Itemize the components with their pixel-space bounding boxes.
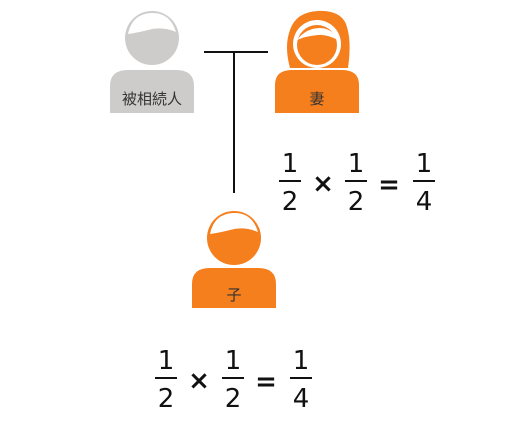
fraction-numerator: 1 <box>416 149 433 179</box>
fraction-numerator: 1 <box>348 149 365 179</box>
decedent-label: 被相続人 <box>122 90 182 108</box>
person-icon <box>192 211 276 308</box>
fraction-denominator: 2 <box>158 384 175 414</box>
fraction-numerator: 1 <box>293 346 310 376</box>
fraction-denominator: 2 <box>348 187 365 217</box>
fraction-numerator: 1 <box>158 346 175 376</box>
spouse-person: 妻 <box>275 10 359 113</box>
child-label: 子 <box>226 286 241 304</box>
child-person: 子 <box>192 211 276 308</box>
fraction-denominator: 2 <box>225 384 242 414</box>
fraction-denominator: 4 <box>416 187 433 217</box>
decedent-person: 被相続人 <box>110 11 194 113</box>
fraction-numerator: 1 <box>225 346 242 376</box>
multiply-sign: × <box>188 366 210 396</box>
multiply-sign: × <box>312 169 334 199</box>
person-female-icon <box>275 10 359 113</box>
equals-sign: = <box>378 170 400 200</box>
equation-spouse: 1 2 × 1 2 = 1 4 <box>279 149 435 217</box>
fraction-numerator: 1 <box>282 149 299 179</box>
spouse-label: 妻 <box>309 90 324 108</box>
fraction-denominator: 4 <box>293 384 310 414</box>
fraction-denominator: 2 <box>282 187 299 217</box>
equation-child: 1 2 × 1 2 = 1 4 <box>155 346 312 414</box>
equals-sign: = <box>255 367 277 397</box>
person-icon <box>110 11 194 113</box>
